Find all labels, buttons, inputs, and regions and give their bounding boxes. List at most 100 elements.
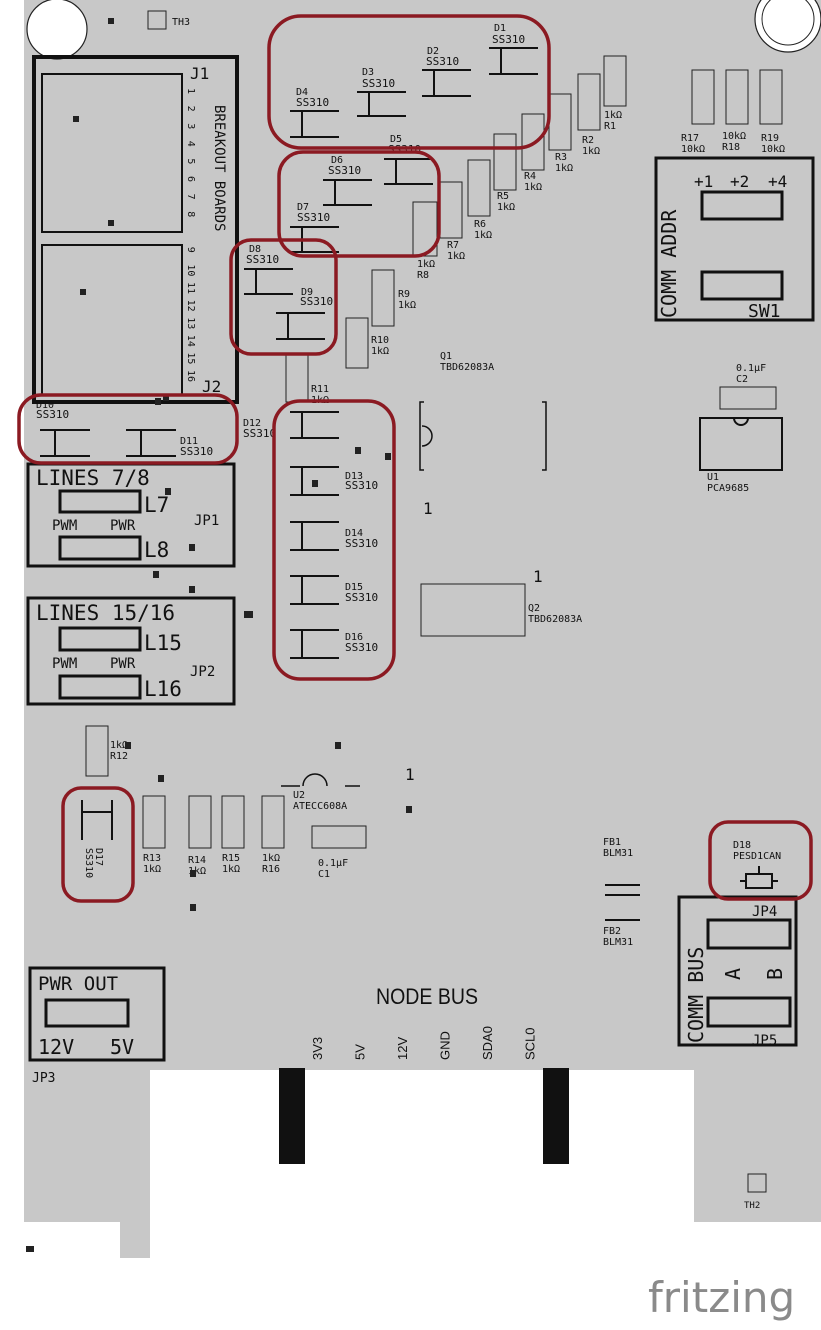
svg-text:SS310: SS310: [345, 479, 378, 492]
comm-addr-jumper: [700, 190, 784, 221]
via-marker-8: [189, 544, 195, 551]
svg-text:D12: D12: [243, 418, 261, 429]
ferrite-fb2: FB2 BLM31: [603, 894, 640, 948]
svg-text:SS310: SS310: [426, 55, 459, 68]
highlight-d13-d16: [272, 399, 396, 681]
j2-label: J2: [202, 377, 221, 396]
svg-text:PWM: PWM: [52, 518, 77, 534]
svg-text:D18: D18: [733, 840, 751, 851]
svg-text:BLM31: BLM31: [603, 937, 633, 948]
breakout-pin-10: 10: [185, 264, 196, 276]
svg-text:1kΩ: 1kΩ: [143, 864, 161, 875]
q2-pin1-marker: 1: [405, 765, 415, 784]
jp2-block: LINES 15/16 L15 PWM PWR JP2 L16: [26, 596, 236, 706]
svg-text:PWR: PWR: [110, 518, 136, 534]
svg-text:SS310: SS310: [180, 445, 213, 458]
svg-text:R19: R19: [761, 133, 779, 144]
diode-d13: D13 SS310: [290, 466, 378, 496]
highlight-d8-d9: [229, 238, 338, 356]
resistor-r9: R9 1kΩ: [371, 269, 416, 327]
u1-pin1-marker: 1: [533, 567, 543, 586]
svg-text:SS310: SS310: [492, 33, 525, 46]
resistor-r4: R4 1kΩ: [521, 113, 545, 193]
svg-text:D7: D7: [297, 202, 309, 213]
node-bus-pin-12v: 12V: [395, 1037, 410, 1060]
breakout-pin-16: 16: [185, 370, 196, 382]
resistor-r12: 1kΩ R12: [85, 725, 128, 777]
svg-text:0.1µF: 0.1µF: [736, 363, 766, 374]
svg-text:U2: U2: [293, 790, 305, 801]
comm-addr-block: COMM ADDR +1 +2 +4 SW1: [654, 156, 815, 322]
svg-text:L16: L16: [144, 677, 182, 701]
svg-text:A: A: [721, 968, 745, 980]
svg-text:JP3: JP3: [32, 1071, 55, 1086]
diode-d14: D14 SS310: [290, 521, 378, 551]
svg-text:L8: L8: [144, 538, 169, 562]
svg-text:PCA9685: PCA9685: [707, 483, 749, 494]
svg-text:ATECC608A: ATECC608A: [293, 801, 347, 812]
highlight-d5-d7: [277, 150, 441, 258]
node-bus-pin-sda0: SDA0: [480, 1026, 495, 1060]
svg-text:1kΩ: 1kΩ: [582, 146, 600, 157]
diode-d18: D18 PESD1CAN: [733, 840, 781, 889]
svg-text:L7: L7: [144, 493, 169, 517]
svg-text:1kΩ: 1kΩ: [371, 346, 389, 357]
svg-text:B: B: [763, 968, 787, 980]
j1-label: J1: [190, 64, 209, 83]
svg-text:JP2: JP2: [190, 664, 215, 680]
resistor-r19: R19 10kΩ: [759, 69, 785, 155]
ferrite-fb1: FB1 BLM31: [603, 837, 640, 886]
th3-marker: [108, 18, 114, 24]
svg-text:1kΩ: 1kΩ: [555, 163, 573, 174]
via-marker-3: [312, 480, 318, 487]
svg-text:D11: D11: [180, 436, 198, 447]
highlight-d10-d12: [17, 393, 239, 465]
svg-text:R15: R15: [222, 853, 240, 864]
sw1-switch: [700, 270, 784, 301]
svg-text:PWR: PWR: [110, 656, 136, 672]
j2-marker-2: [163, 395, 169, 401]
svg-text:D3: D3: [362, 67, 374, 78]
svg-text:+4: +4: [768, 172, 787, 191]
node-bus-connector-right: [543, 1068, 569, 1164]
th2-pad: [747, 1173, 767, 1193]
svg-text:SS310: SS310: [328, 164, 361, 177]
via-marker-5: [153, 571, 159, 578]
diode-d17: D17 SS310: [81, 800, 113, 878]
breakout-pin-3: 3: [185, 123, 196, 129]
node-bus-connector-left: [279, 1068, 305, 1164]
highlight-d18: [708, 820, 813, 901]
fritzing-logo: fritzing: [648, 1273, 795, 1322]
svg-text:JP5: JP5: [752, 1033, 777, 1049]
diode-d1: D1 SS310: [489, 23, 538, 75]
svg-text:+2: +2: [730, 172, 749, 191]
svg-text:LINES 15/16: LINES 15/16: [36, 601, 175, 625]
q1-pin1-marker: 1: [423, 499, 433, 518]
diode-d11: D11 SS310: [126, 429, 213, 458]
capacitor-c1: 0.1µF C1: [311, 825, 367, 880]
svg-text:D4: D4: [296, 87, 308, 98]
diode-d9: D9 SS310: [276, 287, 333, 340]
resistor-r15: R15 1kΩ: [221, 795, 245, 875]
svg-text:R16: R16: [262, 864, 280, 875]
diode-d3: D3 SS310: [357, 67, 406, 117]
resistor-r1: 1kΩ R1: [603, 55, 627, 132]
svg-text:D15: D15: [345, 582, 363, 593]
node-bus-pin-5v: 5V: [353, 1044, 368, 1060]
jp1-block: LINES 7/8 L7 PWM PWR JP1 L8: [26, 462, 236, 568]
svg-text:JP1: JP1: [194, 513, 219, 529]
svg-text:D17: D17: [93, 848, 104, 866]
svg-text:Q1: Q1: [440, 351, 452, 362]
svg-text:BLM31: BLM31: [603, 848, 633, 859]
svg-text:R12: R12: [110, 751, 128, 762]
offboard-marker: [26, 1246, 34, 1252]
resistor-r10: R10 1kΩ: [345, 317, 389, 369]
breakout-pin-6: 6: [185, 176, 196, 182]
via-marker-14: [125, 742, 131, 749]
svg-text:R8: R8: [417, 270, 429, 281]
breakout-pin-8: 8: [185, 211, 196, 217]
pwr-out-block: PWR OUT 12V 5V JP3: [28, 966, 166, 1086]
